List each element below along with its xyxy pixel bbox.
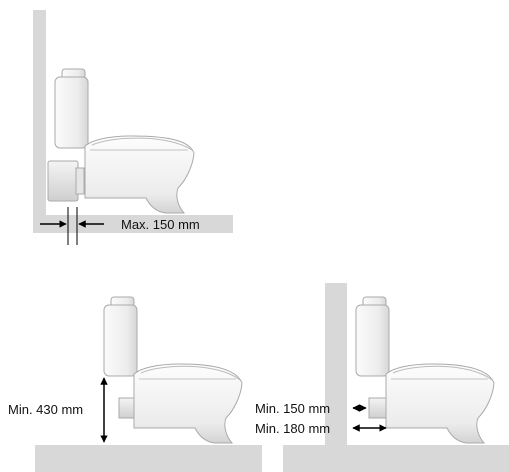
min-pipe-gap-label: Min. 150 mm	[255, 401, 331, 416]
min-height-label: Min. 430 mm	[8, 402, 84, 417]
wall-distance-diagram	[283, 283, 509, 472]
outlet-pipe	[47, 160, 79, 202]
toilet-bowl	[133, 363, 243, 444]
min-wall-gap-label: Min. 180 mm	[255, 421, 331, 436]
wall-outlet-diagram	[33, 10, 233, 245]
wall	[33, 10, 46, 233]
floor	[33, 215, 233, 233]
max-rear-gap-label: Max. 150 mm	[121, 217, 200, 232]
cistern	[355, 296, 390, 377]
toilet-bowl	[84, 135, 195, 214]
floor	[283, 445, 509, 472]
cistern	[54, 68, 89, 149]
toilet-bowl	[385, 363, 495, 444]
floor	[35, 445, 262, 472]
cistern	[103, 296, 138, 377]
wall	[325, 283, 347, 472]
floor-outlet-diagram	[35, 296, 262, 472]
